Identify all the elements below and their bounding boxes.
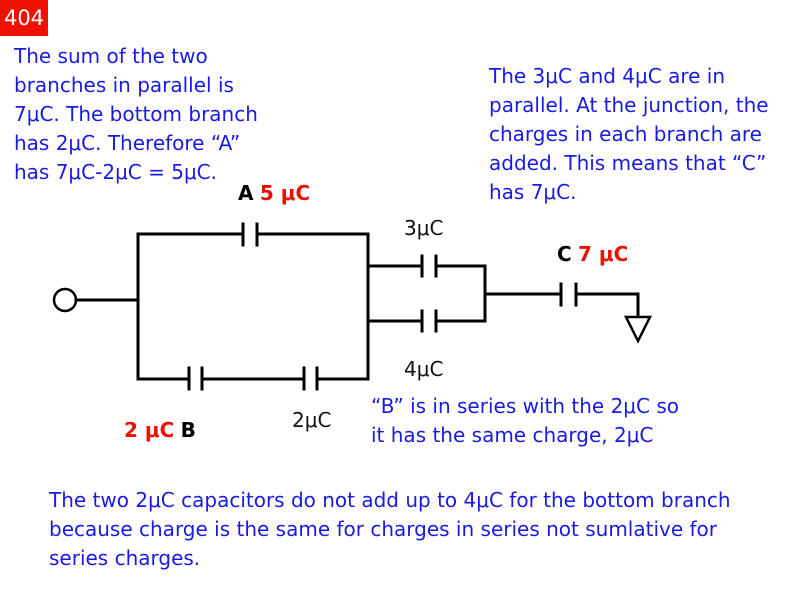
note-top-right: The 3μC and 4μC are in parallel. At the …: [489, 64, 769, 204]
note-bottom: The two 2μC capacitors do not add up to …: [49, 488, 731, 570]
input-terminal: [52, 287, 78, 313]
capacitor-c-label: C 7 μC: [557, 242, 628, 266]
capacitor-a-label: A 5 μC: [238, 181, 310, 205]
label-a: A: [238, 181, 254, 205]
capacitor-2-label: 2μC: [292, 408, 332, 432]
charge-a: 5 μC: [259, 181, 311, 205]
capacitor-3-label: 3μC: [404, 216, 444, 240]
label-c: C: [557, 242, 572, 266]
label-b: B: [180, 418, 196, 442]
ground-icon: [623, 315, 653, 344]
slide-number-badge: 404: [0, 0, 48, 36]
note-top-left: The sum of the two branches in parallel …: [14, 44, 258, 184]
note-middle: “B” is in series with the 2μC so it has …: [371, 394, 679, 447]
capacitor-b-label: 2 μC B: [124, 418, 196, 442]
charge-b: 2 μC: [124, 418, 175, 442]
capacitor-4-label: 4μC: [404, 357, 444, 381]
charge-c: 7 μC: [578, 242, 629, 266]
